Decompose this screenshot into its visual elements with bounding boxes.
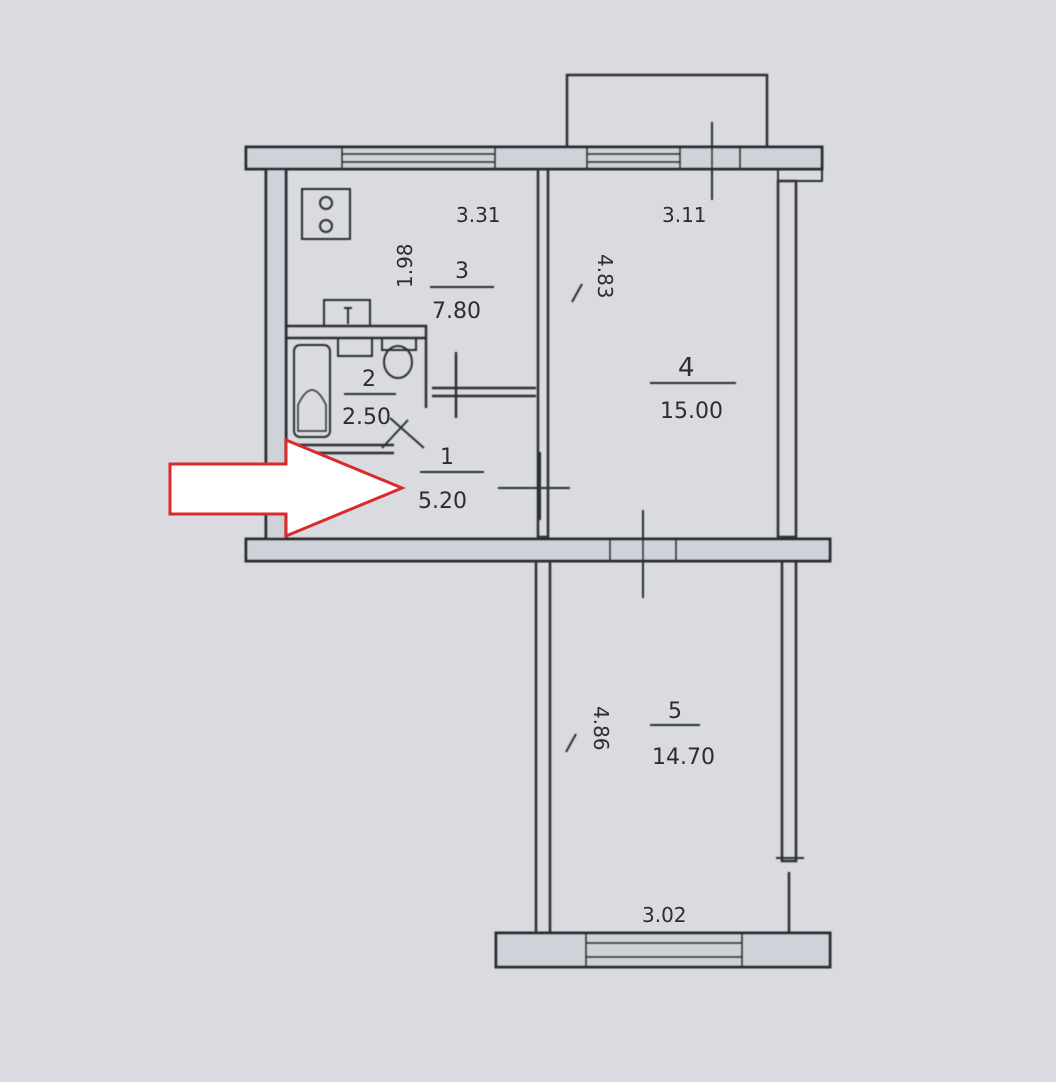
room4-depth-tick — [571, 283, 583, 303]
room1-number: 1 — [440, 445, 454, 470]
room4-number: 4 — [678, 353, 695, 383]
room5-right-wall — [780, 559, 798, 863]
room5-number: 5 — [668, 699, 682, 724]
room4-right-wall — [776, 179, 798, 539]
room5-depth-tick — [565, 733, 577, 753]
balcony-door — [586, 147, 741, 169]
kitchen-width-label: 3.31 — [456, 203, 501, 227]
sink-icon — [323, 299, 373, 357]
kitchen-window — [341, 147, 496, 169]
room5-depth-label: 4.86 — [589, 706, 613, 751]
room5-area: 14.70 — [652, 745, 715, 770]
kitchen-depth-label: 1.98 — [393, 243, 417, 288]
room2-area: 2.50 — [342, 405, 391, 430]
room1-area: 5.20 — [418, 489, 467, 514]
top-right-wall-stub — [777, 168, 823, 182]
room5-window — [585, 933, 743, 967]
room3-area: 7.80 — [432, 299, 481, 324]
room4-door — [609, 510, 677, 598]
room4-width-label: 3.11 — [662, 203, 707, 227]
stove-icon — [301, 188, 351, 240]
room5-width-label: 3.02 — [642, 903, 687, 927]
middle-horizontal-wall — [244, 537, 832, 563]
top-exterior-wall — [244, 145, 824, 171]
kitchen-room4-partition — [536, 167, 550, 539]
hallway-kitchen-partition — [432, 352, 536, 418]
bathtub-icon — [293, 344, 331, 438]
right-arrow-icon — [168, 437, 406, 539]
toilet-icon — [381, 337, 417, 379]
bottom-exterior-wall — [494, 931, 832, 969]
bathroom-door — [381, 417, 425, 449]
room4-depth-label: 4.83 — [593, 254, 617, 299]
hallway-opening — [498, 452, 570, 520]
room4-area: 15.00 — [660, 399, 723, 424]
room3-number: 3 — [455, 259, 469, 284]
room2-number: 2 — [362, 367, 376, 392]
